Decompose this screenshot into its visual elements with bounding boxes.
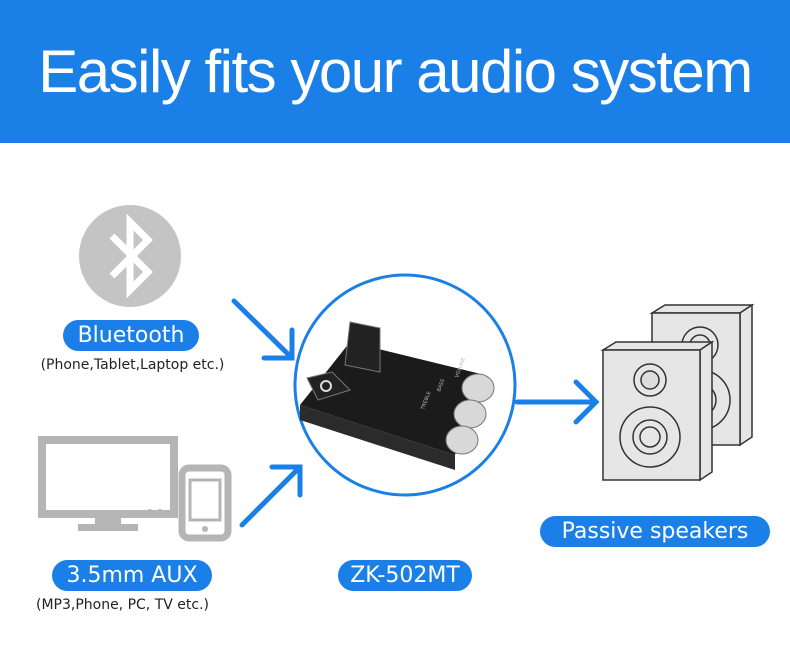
page-title: Easily fits your audio system <box>38 38 753 105</box>
arrow-icon <box>514 379 600 425</box>
speakers-icon <box>600 303 755 482</box>
arrow-icon <box>239 464 303 528</box>
bluetooth-icon <box>79 205 181 307</box>
source-label-aux: 3.5mm AUX <box>52 560 212 591</box>
header-banner: Easily fits your audio system <box>0 0 790 143</box>
source-caption-aux: (MP3,Phone, PC, TV etc.) <box>35 597 210 613</box>
output-label: Passive speakers <box>540 516 770 547</box>
device-label: ZK-502MT <box>338 560 472 591</box>
board-label: BASS <box>436 378 446 392</box>
monitor-phone-icon <box>38 436 232 542</box>
arrow-icon <box>231 298 295 361</box>
source-label-bluetooth: Bluetooth <box>63 320 199 351</box>
source-caption-bluetooth: (Phone,Tablet,Laptop etc.) <box>40 357 225 373</box>
amplifier-board-image: TREBLE BASS VOLUME <box>293 273 517 497</box>
